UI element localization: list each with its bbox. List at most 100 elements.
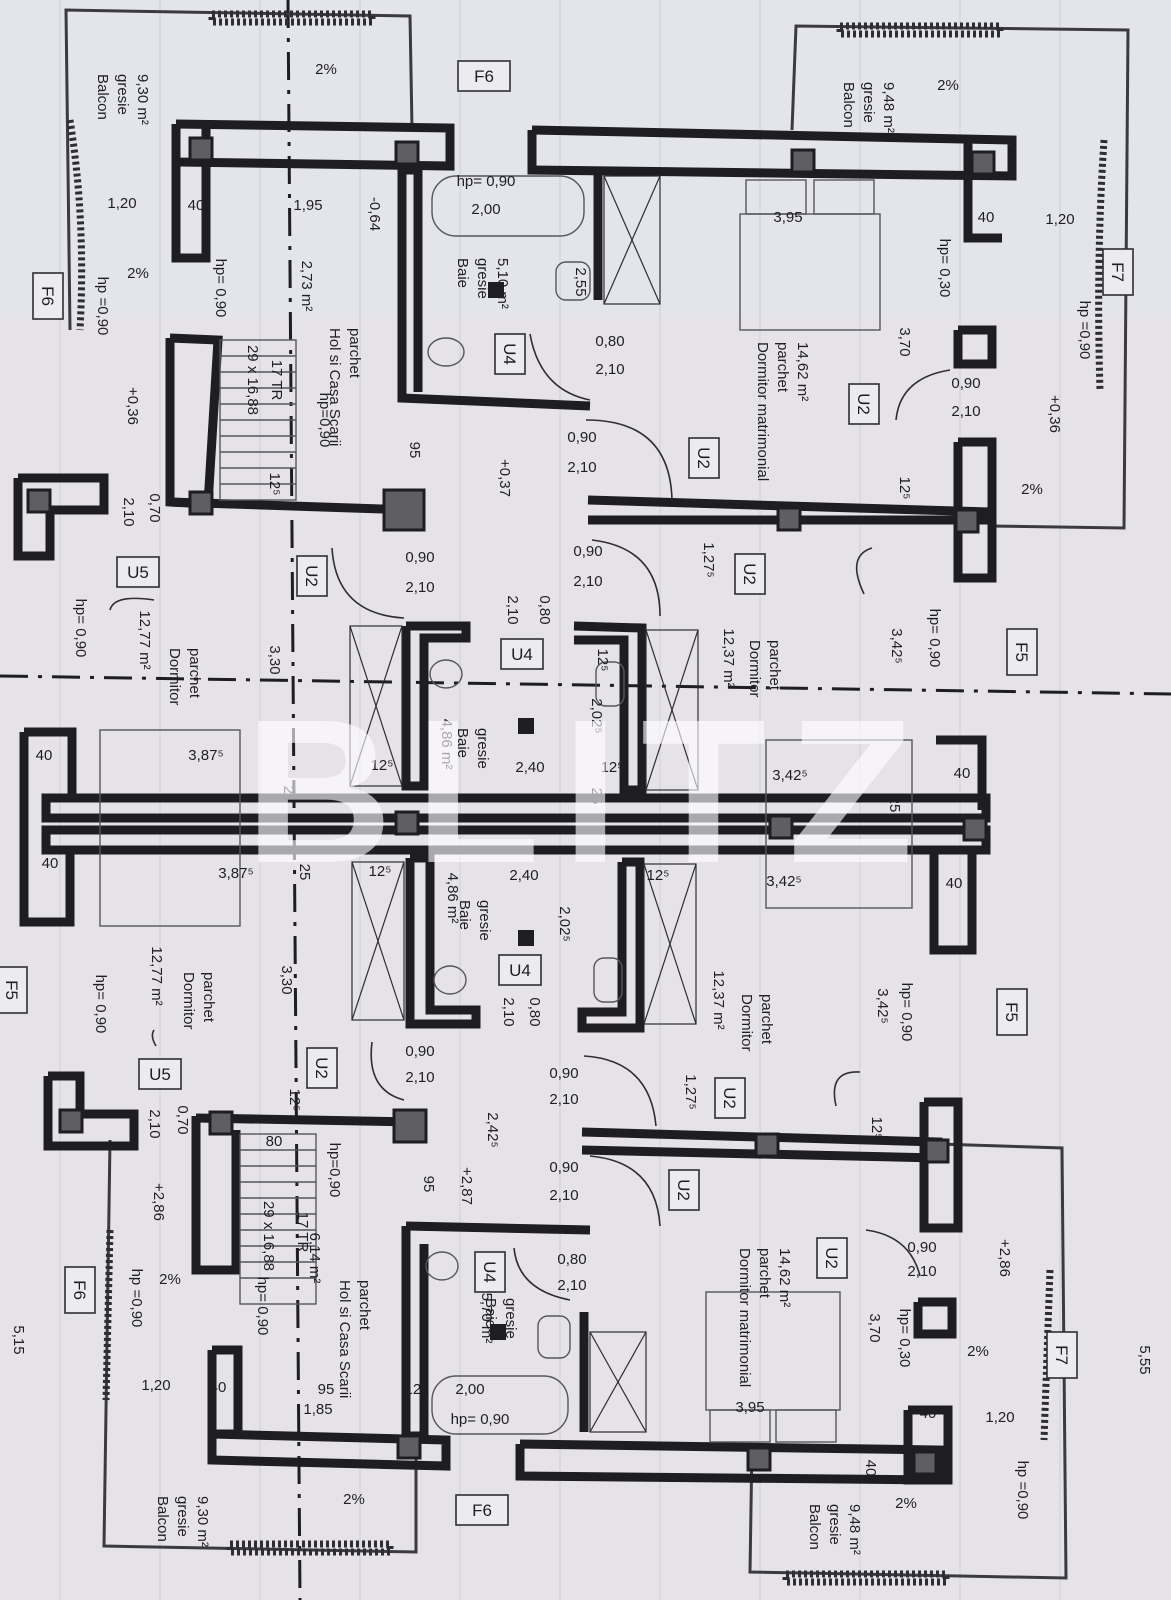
tag-box [306,1047,338,1089]
dimension-label: 0,80 [557,1251,586,1268]
dimension-label: 1,20 [141,1377,170,1394]
room-label-line: gresie [860,82,877,123]
tag-label: U2 [720,1087,739,1109]
column [208,1110,234,1136]
dimension-label: hp= 0,90 [254,1277,271,1336]
tag-label: F6 [38,286,57,306]
room-label-line: 9,30 m² [194,1496,211,1547]
dimension-label: 6,14 m² [306,1233,323,1284]
tag-label: U5 [127,563,149,582]
room-label-line: parchet [774,342,791,393]
dimension-label: 12⁵ [369,863,392,880]
column [58,1108,84,1134]
column [26,488,52,514]
dimension-label: +0,36 [124,387,141,425]
tag-box [996,988,1028,1036]
dimension-label: 2,10 [595,361,624,378]
door-swing [331,547,405,619]
door-swing [529,333,591,401]
tag-label: F6 [70,1280,89,1300]
dimension-label: 1,27⁵ [700,542,717,577]
closet [643,863,697,1025]
column [776,506,802,532]
dimension-label: 40 [978,209,995,226]
opening-tag: F5 [0,966,28,1014]
dimension-label: 3,42⁵ [772,767,807,784]
door-swing [513,1247,571,1301]
tag-box [1102,248,1134,296]
railing [836,22,1004,38]
room-label-line: 14,62 m² [794,342,811,401]
dimension-label: hp=0,90 [326,1143,343,1198]
dimension-label: 12⁵ [371,757,394,774]
room-label-line: gresie [474,728,491,769]
dimension-label: 1,20 [107,195,136,212]
column [746,1446,772,1472]
tag-label: F6 [474,67,494,86]
tag-box [457,60,511,92]
dimension-label: 2,10 [405,579,434,596]
columns [26,136,996,1476]
floor-drain [490,1324,506,1340]
dimension-label: 2,10 [504,595,521,624]
closet [645,629,699,791]
dimension-label: 3,30 [266,645,283,674]
tag-box [816,1237,848,1279]
dimension-label: 29 x 16,88 [260,1201,277,1271]
opening-tag: U5 [116,556,160,588]
door-swing [109,597,155,611]
dimension-label: 0,90 [405,1043,434,1060]
sink [593,957,623,1003]
dimension-label: hp= 0,90 [451,1411,510,1428]
dimension-label: 12,37 m² [710,970,727,1029]
tag-box [64,1266,96,1314]
dimension-label: 5,55 [1136,1345,1153,1374]
opening-tag: U2 [688,437,720,479]
room-label-line: parchet [758,994,775,1045]
dimension-label: 2,73 m² [298,261,315,312]
tag-label: F5 [1012,642,1031,662]
dimension-label: 2% [127,265,149,282]
tag-box [455,1494,509,1526]
opening-tag: F6 [64,1266,96,1314]
toilet [433,965,467,995]
dimension-label: 3,30 [278,965,295,994]
closet [351,861,405,1021]
dimension-label: 1,20 [985,1409,1014,1426]
dimension-label: 2% [315,61,337,78]
pillow [813,179,875,215]
dimension-label: 12⁵ [405,1381,428,1398]
tag-box [714,1077,746,1119]
opening-tag: U2 [306,1047,338,1089]
dimension-label: 4,86 m² [438,719,455,770]
door-swing [895,369,951,421]
dimension-label: 2,10 [405,1069,434,1086]
dimension-label: hp =0,90 [128,1269,145,1328]
dimension-label: 1,95 [293,197,322,214]
tag-label: U5 [149,1065,171,1084]
dimension-label: 80 [266,1133,283,1150]
railing [1095,139,1108,391]
floor-drain [518,930,534,946]
dimension-label: 2,55 [572,267,589,296]
dimension-label: 0,70 [174,1105,191,1134]
dimension-label: 5,70 m² [478,1293,495,1344]
dimension-label: 2,10 [567,459,596,476]
dimension-label: hp= 0,90 [92,975,109,1034]
room-label-line: Hol si Casa Scarii [336,1280,353,1398]
tag-label: U2 [694,447,713,469]
room-label-line: 14,62 m² [776,1248,793,1307]
toilet [427,337,465,367]
dimension-label: hp =0,90 [1014,1461,1031,1520]
tag-label: U2 [674,1179,693,1201]
room-label-line: gresie [826,1504,843,1545]
dimension-label: 3,95 [735,1399,764,1416]
dimension-label: 2,10 [120,497,137,526]
railing [208,10,376,26]
